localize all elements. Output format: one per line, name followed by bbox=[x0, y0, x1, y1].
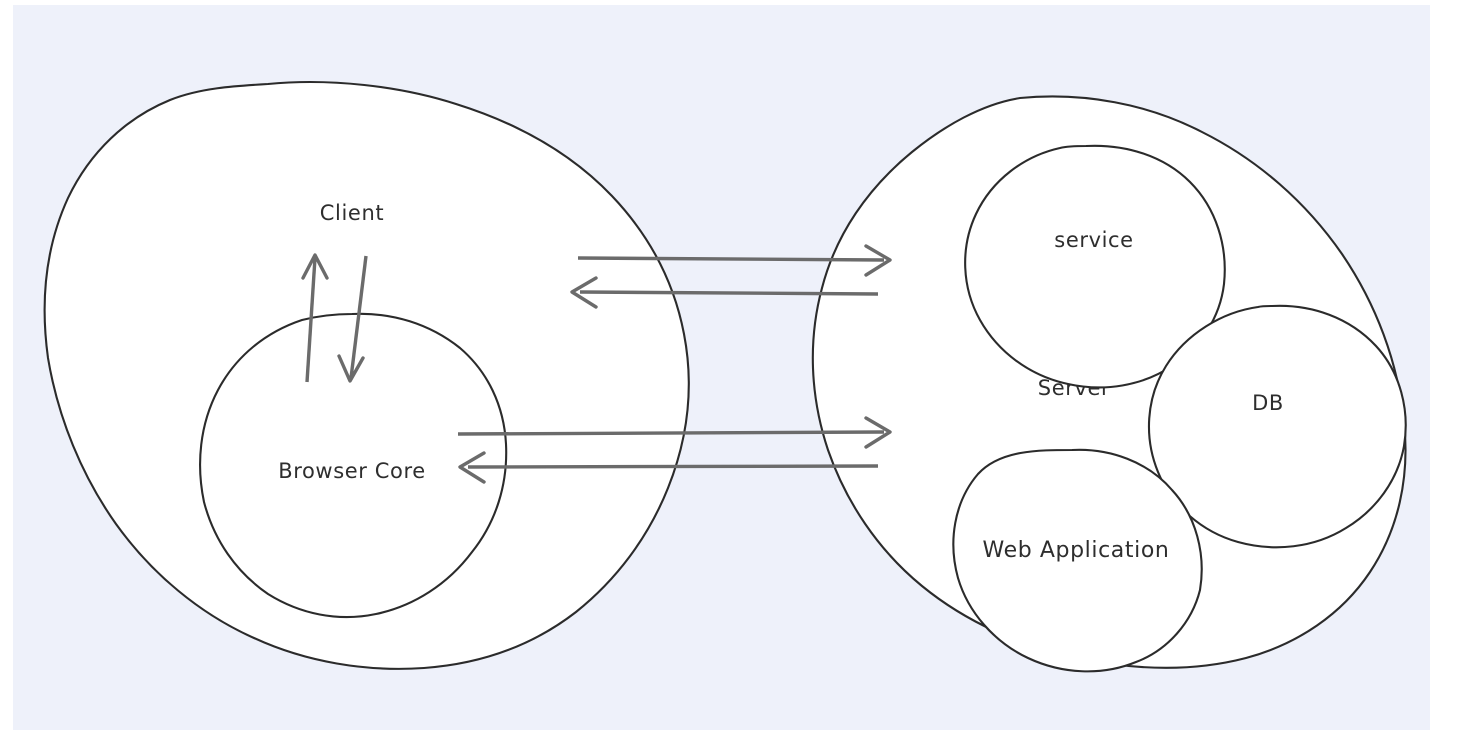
web-application-blob-shape[interactable] bbox=[952, 448, 1203, 673]
service-label: service bbox=[1054, 228, 1133, 252]
web-application-label: Web Application bbox=[983, 538, 1170, 563]
browser-core-label: Browser Core bbox=[278, 459, 426, 483]
client-group[interactable]: Client Browser Core bbox=[43, 80, 690, 670]
db-label: DB bbox=[1252, 391, 1284, 415]
arrow-client-to-server-request[interactable] bbox=[577, 244, 892, 277]
upper-connection-group bbox=[570, 244, 892, 309]
db-blob-shape[interactable] bbox=[1147, 304, 1407, 549]
arrow-server-to-client-response[interactable] bbox=[570, 276, 879, 309]
lower-connection-group bbox=[457, 416, 892, 484]
internal-arrows-group bbox=[301, 253, 368, 383]
server-group[interactable]: Server service DB Web Application bbox=[811, 95, 1407, 673]
client-label: Client bbox=[320, 201, 384, 225]
arrow-server-to-browser-core-response[interactable] bbox=[458, 451, 879, 484]
service-blob-shape[interactable] bbox=[964, 144, 1226, 389]
browser-core-blob-shape[interactable] bbox=[199, 312, 508, 619]
arrow-client-to-browser-core-down[interactable] bbox=[337, 255, 368, 383]
arrow-browser-core-to-server-request[interactable] bbox=[457, 416, 892, 449]
arrow-browser-core-to-client-up[interactable] bbox=[301, 253, 329, 383]
